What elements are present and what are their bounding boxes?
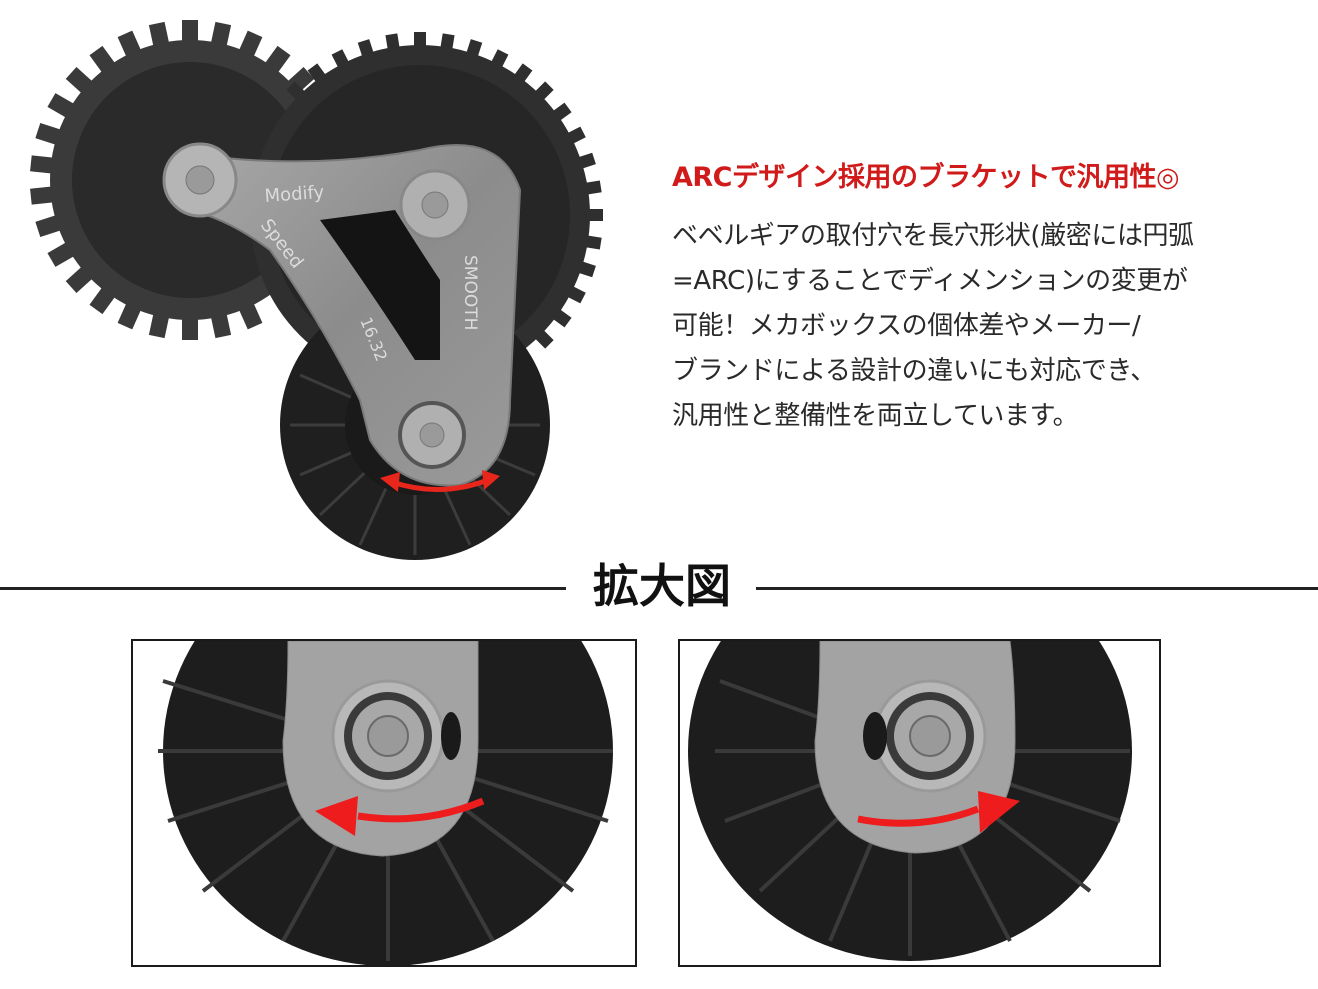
- double-arc-arrow-icon: [380, 470, 500, 492]
- arc-arrow-right-icon: [857, 791, 1020, 833]
- feature-body-line: 可能！メカボックスの個体差やメーカー/: [672, 311, 1141, 341]
- feature-description: ARCデザイン採用のブラケットで汎用性◎ ベベルギアの取付穴を長穴形状(厳密には…: [672, 160, 1312, 439]
- divider-line-left: [0, 587, 566, 590]
- zoom-panel-left: [131, 639, 637, 967]
- arc-bracket: Modify Speed 16.32 SMOOTH: [162, 142, 522, 487]
- section-title: 拡大図: [593, 559, 731, 613]
- svg-text:SMOOTH: SMOOTH: [460, 255, 480, 330]
- divider-line-right: [756, 587, 1318, 590]
- arc-arrow-left-icon: [315, 796, 485, 836]
- feature-body-line: 汎用性と整備性を両立しています。: [672, 401, 1079, 431]
- bracket-closeup: [814, 641, 1016, 854]
- section-divider: 拡大図: [0, 556, 1318, 616]
- bracket-closeup: [282, 641, 479, 857]
- feature-body-line: ベベルギアの取付穴を長穴形状(厳密には円弧: [672, 221, 1194, 251]
- product-photo: Modify Speed 16.32 SMOOTH: [20, 20, 640, 560]
- zoom-panel-right: [678, 639, 1161, 967]
- feature-body-line: =ARC)にすることでディメンションの変更が: [672, 266, 1188, 296]
- feature-body-line: ブランドによる設計の違いにも対応でき、: [672, 356, 1156, 386]
- feature-heading: ARCデザイン採用のブラケットで汎用性◎: [672, 162, 1180, 193]
- svg-text:Modify: Modify: [264, 182, 325, 207]
- feature-body: ベベルギアの取付穴を長穴形状(厳密には円弧 =ARC)にすることでディメンション…: [672, 214, 1312, 439]
